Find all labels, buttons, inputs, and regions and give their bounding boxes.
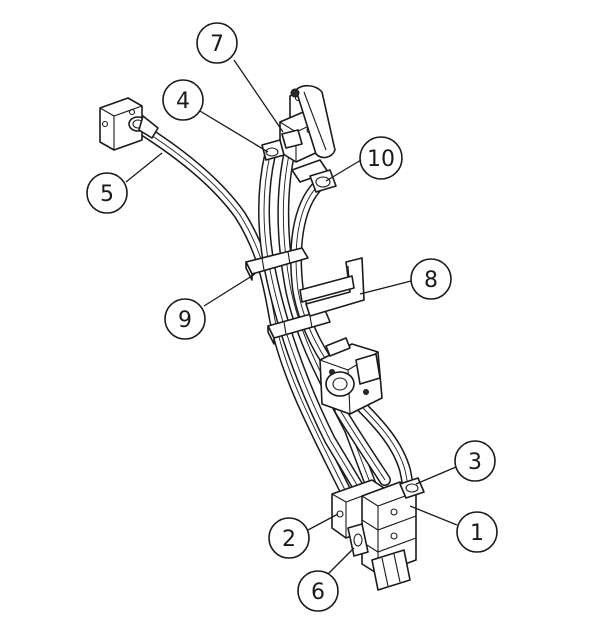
pump-assembly [319, 337, 383, 415]
part-6-fitting [347, 523, 369, 557]
part-9-upper-clamp [245, 247, 309, 281]
part-7-fitting [281, 129, 303, 149]
callout-3: 3 [454, 440, 496, 482]
callout-6-label: 6 [311, 580, 325, 605]
callout-4-label: 4 [176, 89, 190, 114]
hose-part-4 [258, 149, 366, 496]
leader-4 [199, 110, 269, 153]
part-9-lower-clamp [267, 309, 331, 345]
leader-5 [125, 152, 163, 183]
callout-10: 10 [359, 136, 403, 180]
callout-4: 4 [162, 79, 204, 121]
callout-8-label: 8 [424, 268, 438, 293]
part-10-fitting [309, 169, 337, 193]
hose-pump-to-valve [354, 399, 414, 491]
callout-1-label: 1 [470, 521, 484, 546]
leader-10 [325, 159, 362, 182]
leader-6 [326, 547, 355, 576]
part-4-fitting [261, 139, 285, 161]
callout-2: 2 [268, 517, 310, 559]
callout-2-label: 2 [282, 527, 296, 552]
callout-6: 6 [297, 570, 339, 612]
leader-3 [415, 466, 457, 485]
hose-bundle [134, 122, 414, 506]
callout-10-label: 10 [367, 147, 395, 172]
callout-7-label: 7 [210, 32, 224, 57]
callout-9-label: 9 [178, 308, 192, 333]
callout-9: 9 [164, 298, 206, 340]
part-8-bracket [299, 257, 365, 317]
leader-1 [409, 505, 458, 526]
leader-lines [125, 59, 458, 576]
callout-3-label: 3 [468, 450, 482, 475]
leader-2 [307, 513, 339, 531]
hose-pump-to-valve-2 [334, 404, 391, 486]
leader-7 [233, 59, 284, 133]
callout-8: 8 [410, 258, 452, 300]
valve-spools [371, 549, 411, 591]
part-5-block [99, 97, 159, 151]
leader-9 [203, 273, 256, 307]
callout-5: 5 [86, 172, 128, 214]
callout-1: 1 [456, 511, 498, 553]
leader-8 [359, 280, 412, 295]
callout-7: 7 [196, 22, 238, 64]
callout-5-label: 5 [100, 182, 114, 207]
